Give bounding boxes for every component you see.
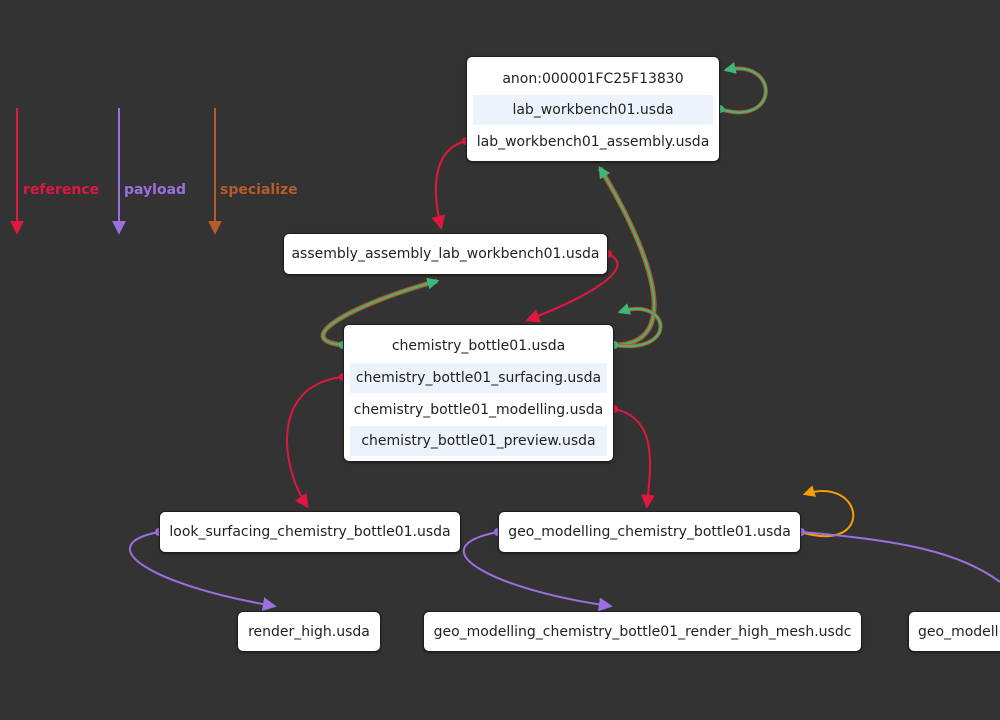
layer-row-geo-modelling[interactable]: geo_modelling_chemistry_bottle01.usda <box>508 524 791 540</box>
node-geo-render-mesh[interactable]: geo_modelling_chemistry_bottle01_render_… <box>423 611 862 652</box>
legend-reference-label: reference <box>23 182 100 198</box>
node-chemistry-bottle[interactable]: chemistry_bottle01.usda chemistry_bottle… <box>343 324 614 462</box>
edge-anon-self-loop <box>719 62 768 115</box>
layer-row-render-high[interactable]: render_high.usda <box>248 624 370 640</box>
node-anon-root[interactable]: anon:000001FC25F13830 lab_workbench01.us… <box>466 56 720 162</box>
layer-row-lab-workbench[interactable]: lab_workbench01.usda <box>473 95 713 125</box>
node-geo-partial[interactable]: geo_modell <box>908 611 1000 652</box>
layer-row-chemistry-surfacing[interactable]: chemistry_bottle01_surfacing.usda <box>350 363 607 393</box>
edge-look-to-render-high <box>128 531 277 612</box>
edge-chemistry-to-assembly <box>320 277 440 348</box>
layer-row-look-surfacing[interactable]: look_surfacing_chemistry_bottle01.usda <box>169 524 451 540</box>
node-assembly[interactable]: assembly_assembly_lab_workbench01.usda <box>283 233 608 275</box>
edge-anon-to-assembly <box>431 140 467 230</box>
edge-chemistry-self-loop <box>613 303 663 349</box>
layer-row-chemistry-preview[interactable]: chemistry_bottle01_preview.usda <box>350 426 607 456</box>
edge-chemistry-to-geo <box>613 408 655 509</box>
layer-row-geo-render-mesh[interactable]: geo_modelling_chemistry_bottle01_render_… <box>433 624 852 640</box>
layer-row-lab-workbench-assembly[interactable]: lab_workbench01_assembly.usda <box>476 134 710 150</box>
layer-row-chemistry-modelling[interactable]: chemistry_bottle01_modelling.usda <box>353 402 604 418</box>
legend-payload-label: payload <box>124 182 187 198</box>
node-geo-modelling[interactable]: geo_modelling_chemistry_bottle01.usda <box>498 511 801 553</box>
edge-chemistry-to-anon <box>597 165 657 348</box>
legend-specialize-label: specialize <box>220 182 298 198</box>
node-look-surfacing[interactable]: look_surfacing_chemistry_bottle01.usda <box>159 511 461 553</box>
edge-geo-to-offscreen <box>800 531 1000 583</box>
layer-row-anon[interactable]: anon:000001FC25F13830 <box>502 71 684 87</box>
layer-row-assembly[interactable]: assembly_assembly_lab_workbench01.usda <box>291 246 600 262</box>
node-render-high[interactable]: render_high.usda <box>237 611 381 652</box>
edge-geo-variant-loop <box>800 485 855 538</box>
edge-chemistry-to-look <box>286 376 344 509</box>
layer-row-chemistry-bottle[interactable]: chemistry_bottle01.usda <box>391 338 566 354</box>
edge-assembly-to-chemistry <box>525 253 619 323</box>
layer-row-geo-partial[interactable]: geo_modell <box>918 624 999 640</box>
edge-geo-to-mesh <box>462 531 613 612</box>
